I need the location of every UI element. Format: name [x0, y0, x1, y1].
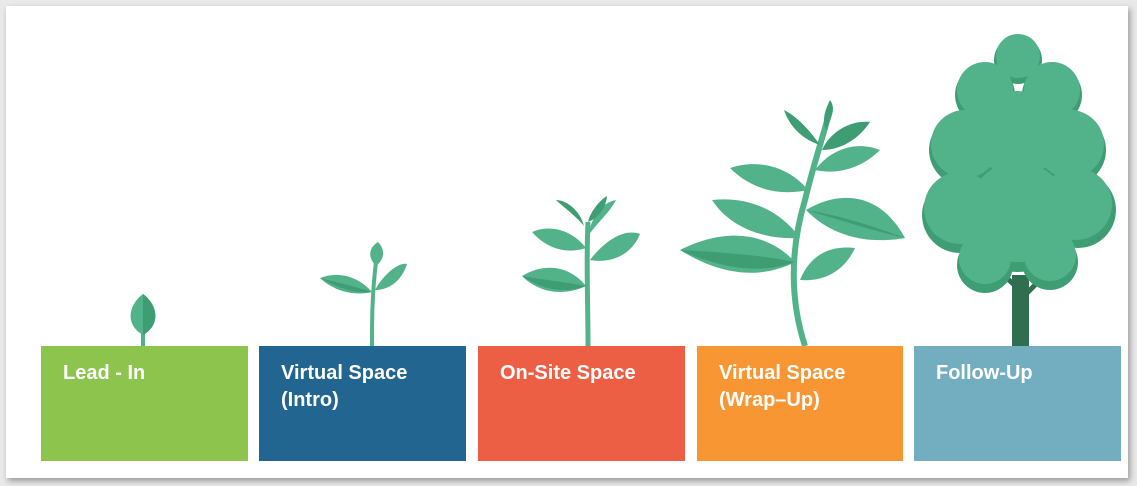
- stage-lead-in: Lead - In: [41, 346, 248, 461]
- stage-label: Virtual Space (Wrap–Up): [719, 362, 846, 411]
- stage-label: Virtual Space (Intro): [281, 362, 408, 411]
- sprout-icon: [320, 242, 407, 347]
- stage-label: Lead - In: [63, 362, 146, 384]
- plant-icon: [522, 196, 640, 347]
- stage-virtual-wrap-up: Virtual Space (Wrap–Up): [697, 346, 903, 461]
- tree-icon: [922, 34, 1116, 347]
- seedling-icon: [130, 294, 156, 346]
- stage-label: Follow-Up: [936, 362, 1033, 384]
- large-plant-icon: [680, 100, 905, 347]
- stage-label: On-Site Space: [500, 362, 636, 384]
- stage-virtual-intro: Virtual Space (Intro): [259, 346, 466, 461]
- stage-on-site: On-Site Space: [478, 346, 685, 461]
- stage-follow-up: Follow-Up: [914, 346, 1121, 461]
